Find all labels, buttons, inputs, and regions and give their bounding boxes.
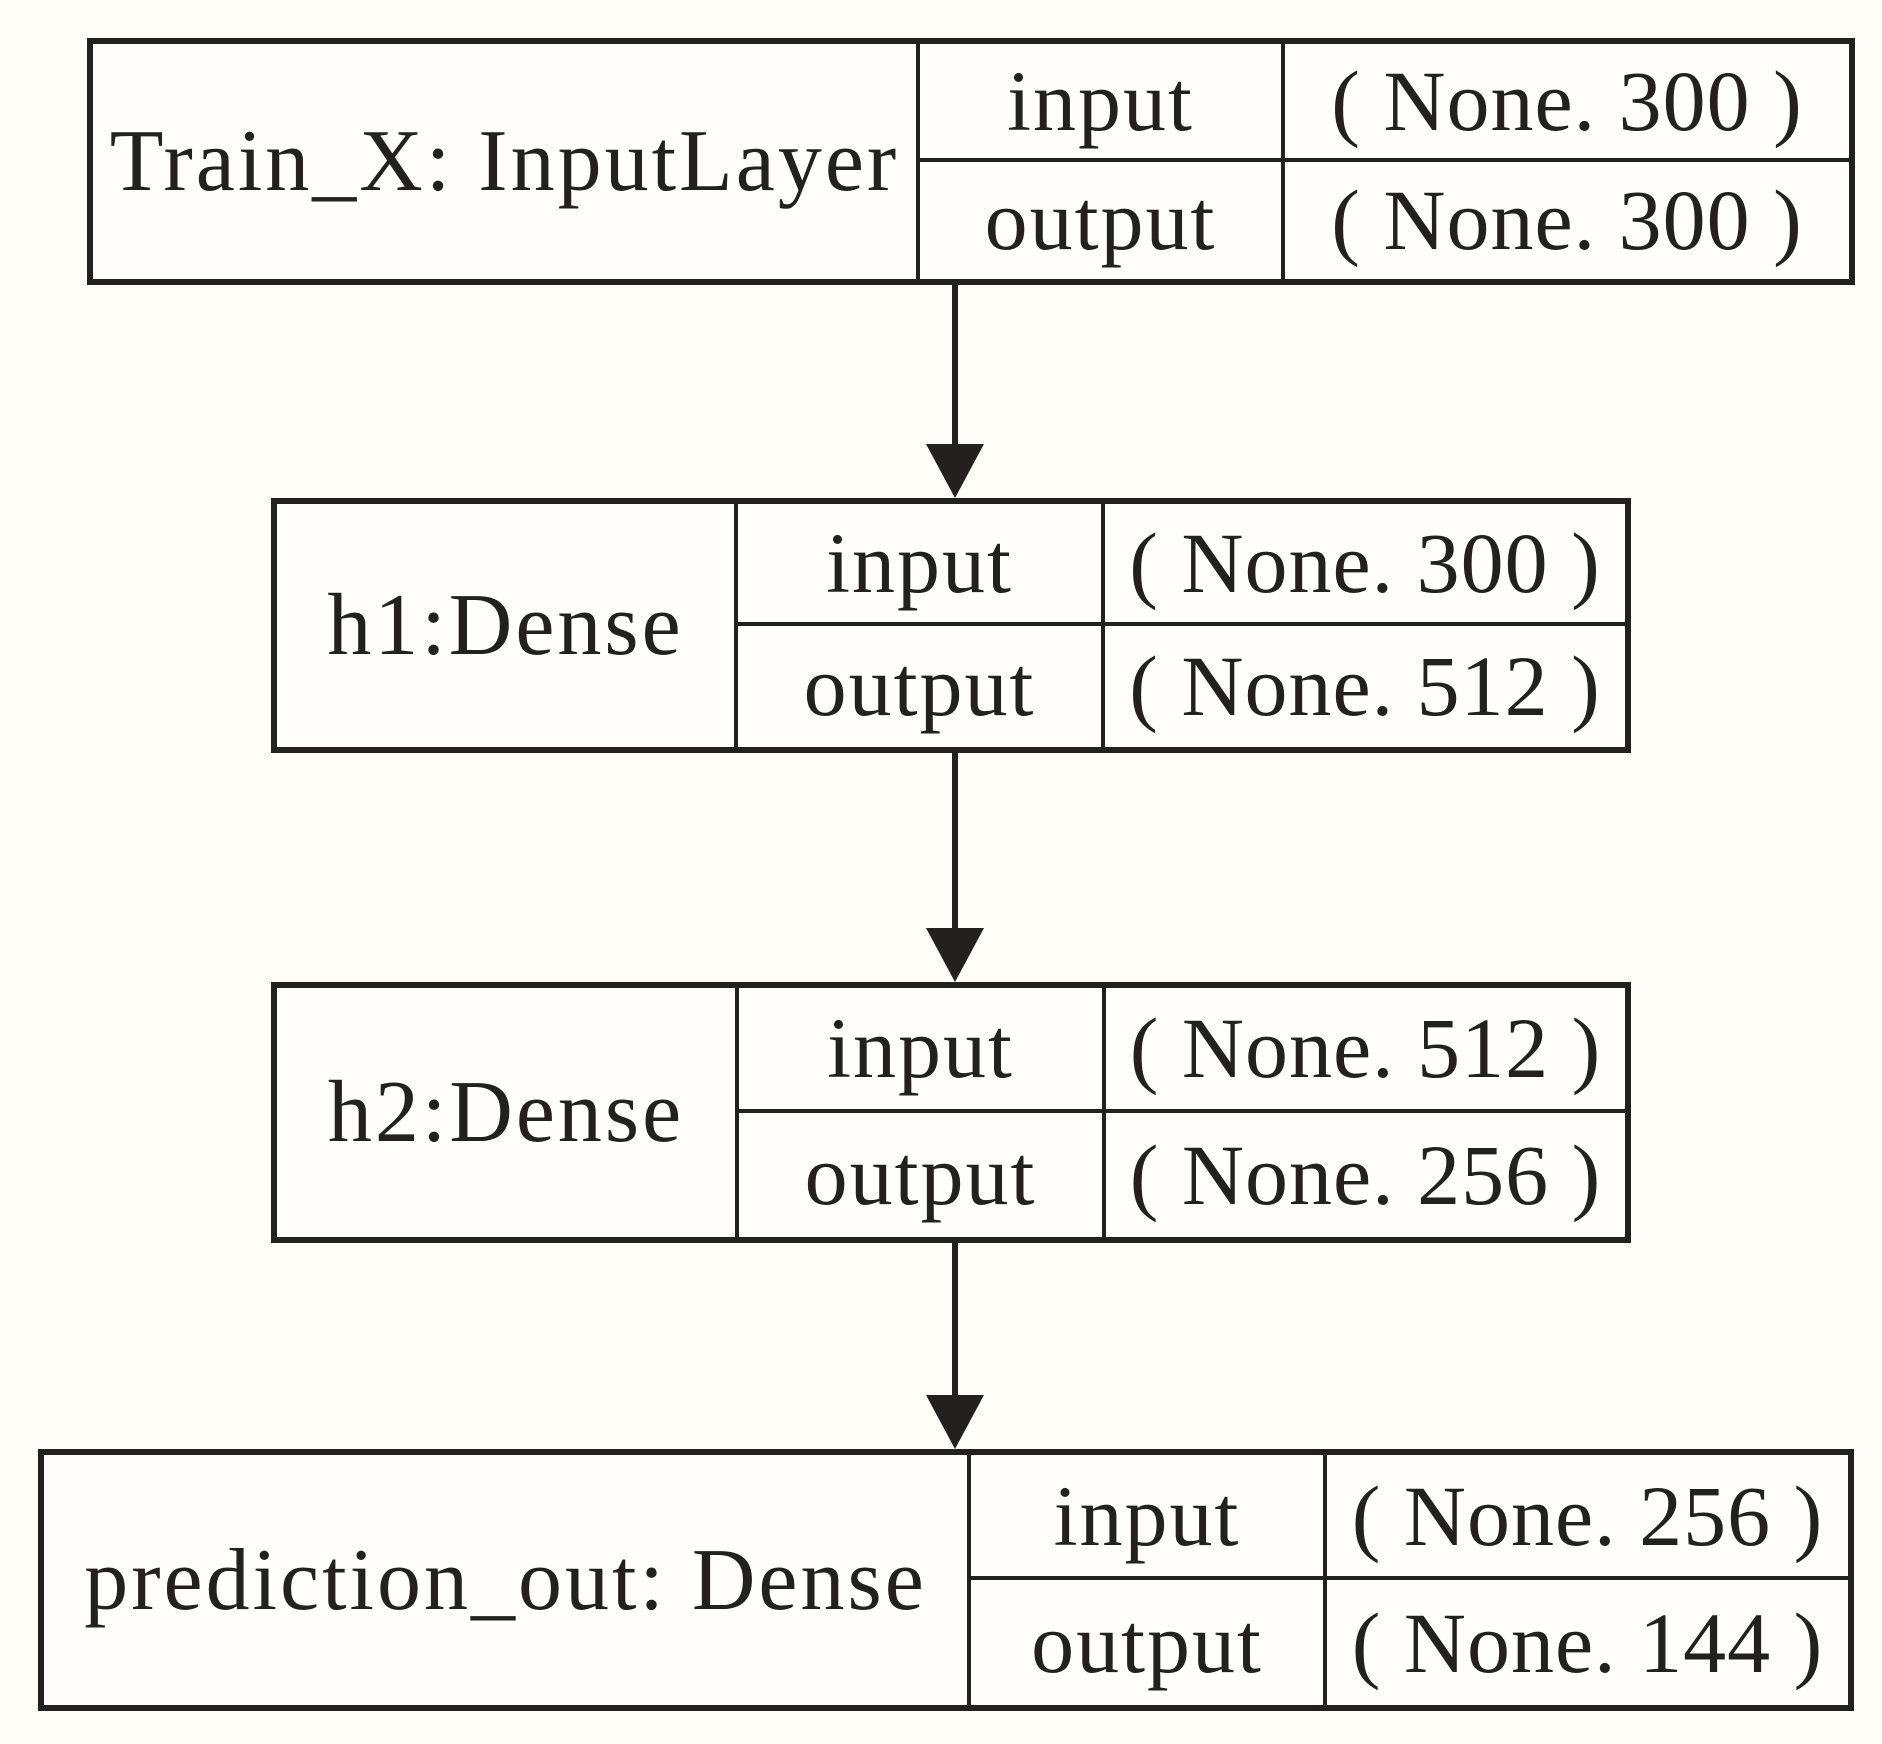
input-label: input [739, 988, 1106, 1113]
connector-arrow-line [952, 1243, 958, 1403]
input-label: input [738, 504, 1105, 626]
connector-arrow-line [952, 285, 958, 452]
output-label: output [971, 1580, 1327, 1705]
input-shape-value: ( None. 300 ) [1105, 504, 1625, 626]
layer-node-train-x: Train_X: InputLayer input ( None. 300 ) … [87, 38, 1855, 285]
input-shape-value: ( None. 300 ) [1285, 44, 1849, 162]
arrowhead-down-icon [926, 928, 984, 982]
input-shape-value: ( None. 256 ) [1327, 1455, 1848, 1580]
layer-title: h2:Dense [277, 988, 739, 1237]
connector-arrow-line [952, 753, 958, 936]
input-shape-value: ( None. 512 ) [1106, 988, 1625, 1113]
input-label: input [971, 1455, 1327, 1580]
layer-node-h2: h2:Dense input ( None. 512 ) output ( No… [271, 982, 1631, 1243]
layer-node-h1: h1:Dense input ( None. 300 ) output ( No… [271, 498, 1631, 753]
output-label: output [920, 161, 1285, 279]
output-label: output [739, 1112, 1106, 1237]
input-label: input [920, 44, 1285, 162]
layer-title: Train_X: InputLayer [93, 44, 920, 279]
arrowhead-down-icon [926, 1395, 984, 1449]
output-label: output [738, 625, 1105, 747]
layer-title: h1:Dense [277, 504, 738, 747]
layer-title: prediction_out: Dense [44, 1455, 971, 1705]
output-shape-value: ( None. 512 ) [1129, 638, 1601, 735]
output-shape-value: ( None. 256 ) [1129, 1126, 1602, 1223]
output-shape-value: ( None. 300 ) [1331, 172, 1803, 269]
arrowhead-down-icon [926, 444, 984, 498]
layer-node-prediction-out: prediction_out: Dense input ( None. 256 … [38, 1449, 1854, 1711]
output-shape-value: ( None. 144 ) [1351, 1594, 1824, 1691]
